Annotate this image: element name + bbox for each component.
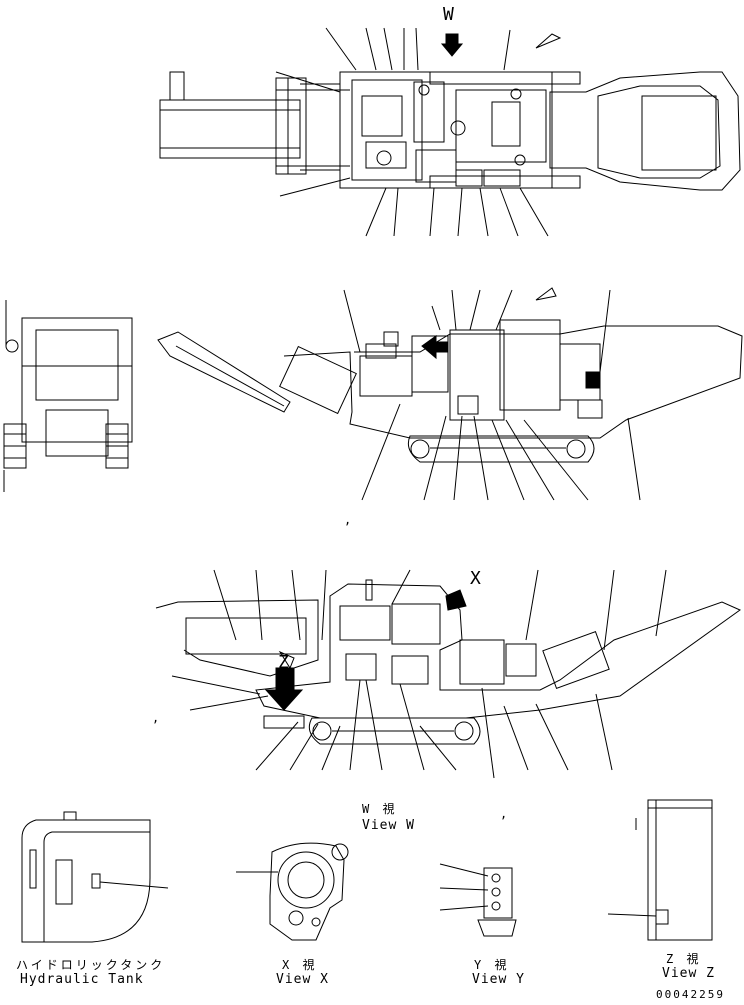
view-z-en-label: View Z — [662, 966, 715, 981]
view-x-jp-label: X 視 — [282, 958, 318, 972]
svg-text:,: , — [152, 711, 159, 725]
front-view — [4, 300, 132, 492]
view-x-marker: X — [470, 568, 481, 589]
hydraulic-tank-en-label: Hydraulic Tank — [20, 972, 144, 987]
view-w-marker: W — [443, 4, 454, 25]
svg-text:,: , — [344, 513, 351, 527]
side-view-lower — [156, 570, 740, 778]
hydraulic-tank-detail — [22, 812, 168, 942]
svg-text:,: , — [500, 807, 507, 821]
drawing-code: 00042259 — [656, 988, 725, 1001]
view-z-detail — [608, 800, 712, 940]
hydraulic-tank-jp-label: ハイドロリックタンク — [16, 958, 166, 972]
side-view-upper — [158, 288, 742, 500]
view-w-jp-label: W 視 — [362, 802, 398, 816]
view-z-jp-label: Z 視 — [666, 952, 702, 966]
view-z-marker: Z — [278, 652, 289, 673]
view-x-en-label: View X — [276, 972, 329, 987]
view-w-en-label: View W — [362, 818, 415, 833]
view-y-en-label: View Y — [472, 972, 525, 987]
view-x-detail — [236, 843, 348, 940]
top-view — [160, 28, 740, 236]
view-y-jp-label: Y 視 — [474, 958, 510, 972]
view-y-detail — [440, 864, 516, 936]
